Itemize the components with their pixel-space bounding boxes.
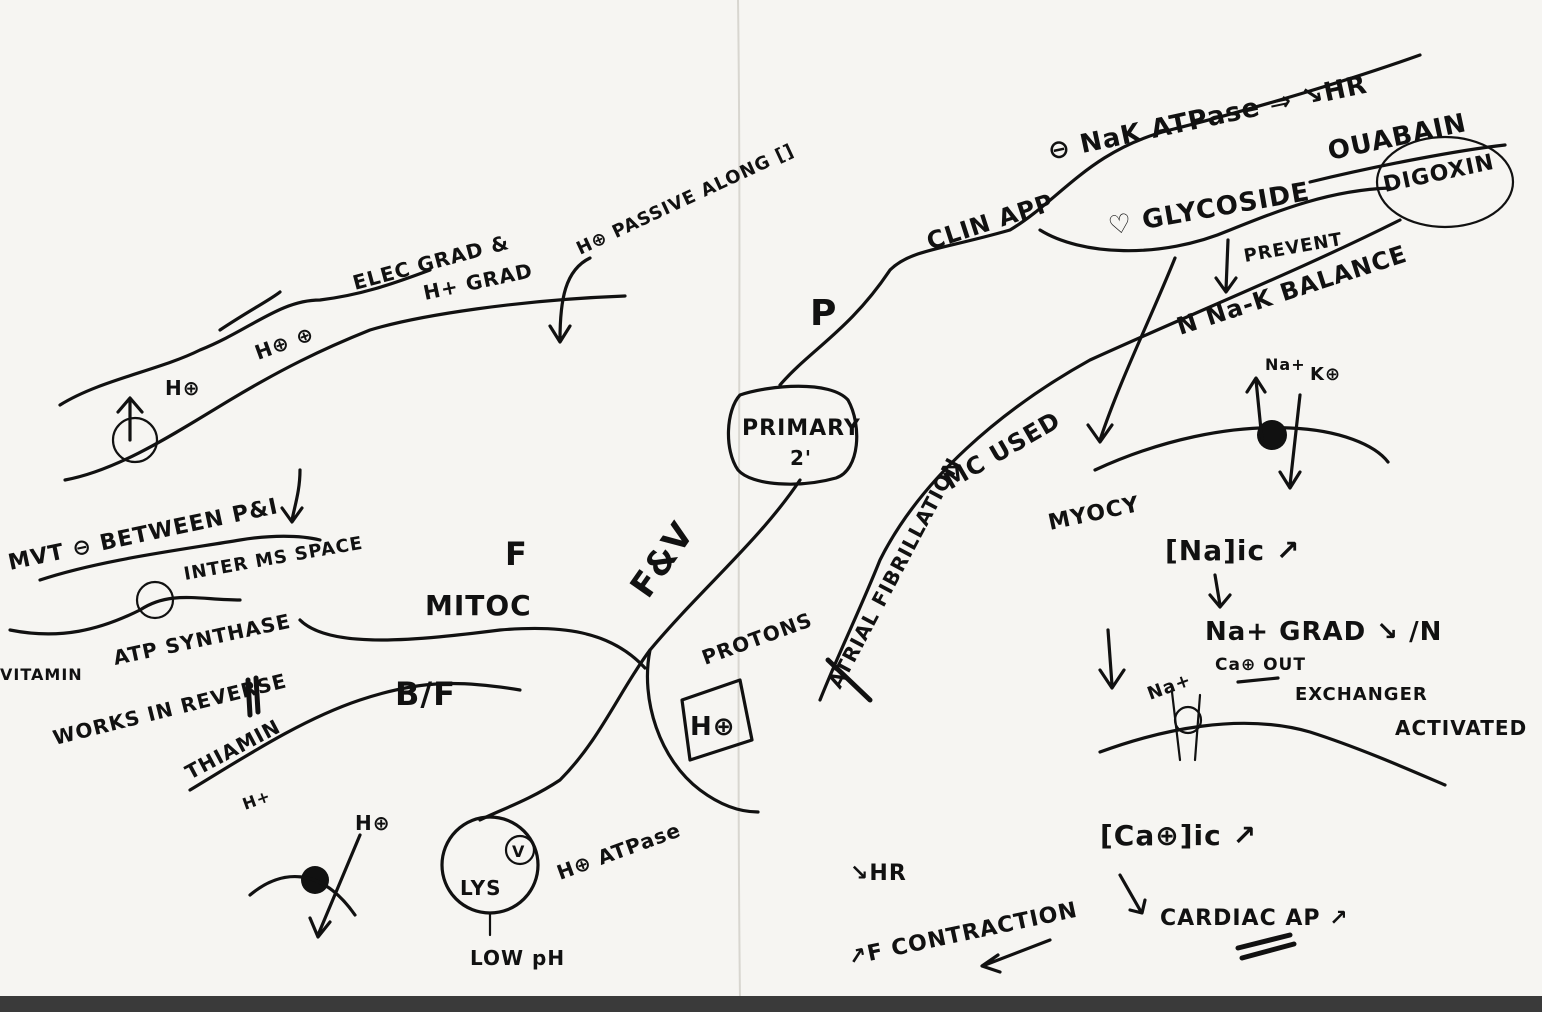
naka-label: ⊖ NaK ATPase ⇒ ↘HR [1045, 70, 1370, 167]
arrow-mvt-down [280, 468, 304, 524]
arrow-prevent [1214, 238, 1238, 294]
protons-box [680, 678, 754, 762]
blocked-channel-membrane [248, 875, 357, 917]
atrial-fib-strike [825, 657, 873, 703]
ca-out-label: Ca⊕ OUT [1215, 655, 1306, 675]
clin-app-label: CLIN APP [923, 188, 1057, 255]
branch-myocyte-membrane [1093, 426, 1390, 472]
na-ic-label: [Na]ic ↗ [1165, 534, 1300, 567]
cardiac-underline [1235, 932, 1297, 961]
myocyte-label: MYOCY [1046, 492, 1142, 536]
big-down-arrow [1098, 628, 1126, 690]
protons-label: PROTONS [699, 608, 816, 670]
ca-out-underline [1236, 676, 1280, 684]
fv-label: F&V [623, 515, 703, 605]
na-ic-down-arrow [1208, 573, 1232, 609]
reverse-scribble [245, 675, 261, 718]
vitamin-label: VITAMIN [0, 665, 83, 684]
central-label-line2: 2' [790, 446, 812, 470]
branch-hill-top [218, 290, 282, 332]
f-contraction-label: ↗F CONTRACTION [846, 898, 1080, 971]
hr-label: ↘HR [850, 861, 907, 886]
thiamin-label: THIAMIN [181, 714, 284, 784]
na-grad-label: Na+ GRAD ↘ /N [1205, 617, 1442, 647]
atp-synthase-marker [135, 580, 175, 620]
na-plus-label: Na+ [1265, 355, 1306, 374]
mitoc-label: MITOC [425, 589, 532, 622]
branch-top-left-b [63, 294, 627, 482]
h-atpase-label: H⊕ ATPase [554, 818, 684, 885]
arrow-h-passive [548, 256, 592, 344]
k-plus-label: K⊕ [1310, 364, 1341, 385]
h-plus-top-label: H⊕ [165, 376, 201, 400]
na-out-arrow [1245, 376, 1267, 442]
arrow-glyco-down [1086, 256, 1177, 444]
bottom-edge-strip [0, 996, 1542, 1012]
branch-bf [188, 681, 522, 792]
h-plus-small-label: H+ [240, 786, 274, 814]
bf-label: B/F [395, 675, 456, 713]
atp-marker-top [111, 416, 159, 464]
na-plus-exchanger-label: Na+ [1145, 669, 1195, 704]
cardiac-down-arrow [1118, 873, 1147, 915]
branch-p [778, 53, 1422, 387]
branch-mvt [38, 534, 322, 582]
v-marker-label: V [512, 842, 525, 861]
lys-label: LYS [460, 876, 502, 900]
digoxin-label: DIGOXIN [1381, 150, 1497, 198]
central-node: PRIMARY 2' [726, 384, 861, 486]
arrow-atp-up [116, 396, 144, 442]
low-ph-label: LOW pH [470, 946, 565, 970]
branch-exchanger-membrane [1098, 721, 1447, 787]
contraction-arrow-icon [980, 938, 1052, 974]
h-plus-left-label: H⊕ [355, 811, 391, 835]
protons-h-label: H⊕ [690, 712, 736, 742]
digoxin-circle [1375, 135, 1515, 229]
branch-f-curve [645, 648, 760, 814]
glycoside-label: ♡ GLYCOSIDE [1106, 177, 1312, 242]
page-fold-line [737, 0, 741, 1001]
branch-top-left-a [58, 268, 432, 407]
cardiac-ap-label: CARDIAC AP ↗ [1160, 906, 1349, 931]
ca-ic-label: [Ca⊕]ic ↗ [1100, 819, 1257, 852]
k-in-arrow [1278, 393, 1302, 490]
central-label-line1: PRIMARY [742, 416, 861, 441]
f-label: F [505, 535, 528, 573]
branch-glycoside [1038, 186, 1392, 253]
p-label: P [810, 293, 837, 334]
exchanger-arrows [1170, 690, 1202, 762]
atrial-fib-label: ATRIAL FIBRILLATION [823, 453, 965, 692]
v-atpase-marker [504, 834, 536, 866]
h-passive-label: H⊕ PASSIVE ALONG [] [573, 140, 797, 260]
branch-fv [478, 478, 802, 822]
branch-mc-used [818, 218, 1402, 702]
activated-label: ACTIVATED [1395, 716, 1527, 740]
atp-synthase-label: ATP SYNTHASE [111, 609, 293, 670]
na-k-pump-icon [1257, 420, 1287, 450]
blocked-channel-arrow [308, 833, 362, 939]
branch-mitoc [298, 618, 647, 670]
prevent-label: PREVENT [1242, 229, 1344, 267]
inter-ms-label: INTER MS SPACE [182, 533, 364, 585]
exchanger-label: EXCHANGER [1295, 684, 1428, 705]
